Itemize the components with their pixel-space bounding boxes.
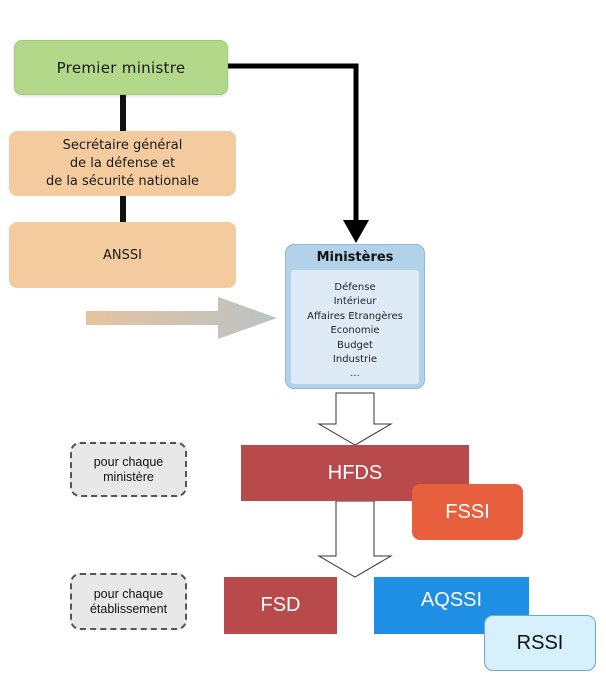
ministere-item: Economie — [330, 325, 380, 337]
ministeres-title: Ministères — [316, 249, 394, 265]
ministere-item: Affaires Etrangères — [307, 310, 403, 322]
premier-to-sgdsn-line — [120, 95, 126, 131]
premier-to-ministeres-arrow — [228, 63, 359, 222]
sgdsn-to-anssi-line — [120, 196, 126, 222]
hfds-to-etablissement-arrow — [317, 500, 393, 578]
ministere-item: Défense — [334, 282, 376, 293]
rssi-box: RSSI — [484, 615, 596, 671]
ministere-item: Intérieur — [333, 296, 377, 308]
sgdsn-box: Secrétaire général de la défense et de l… — [9, 131, 236, 196]
fssi-box: FSSI — [412, 484, 523, 540]
pour-chaque-ministere-note: pour chaque ministère — [70, 442, 187, 497]
anssi-box: ANSSI — [9, 222, 236, 288]
premier-to-ministeres-arrowhead — [343, 220, 369, 243]
premier-ministre-box: Premier ministre — [14, 40, 228, 95]
ministere-item: ... — [350, 368, 360, 380]
pour-chaque-etablissement-note: pour chaque établissement — [70, 573, 187, 630]
ministeres-body — [291, 270, 419, 384]
anssi-to-ministeres-arrow — [86, 297, 277, 339]
ministere-item: Industrie — [332, 354, 378, 366]
fsd-box: FSD — [224, 577, 337, 634]
ministeres-to-hfds-arrow — [317, 392, 393, 446]
ministeres-list: Défense Intérieur Affaires Etrangères Ec… — [291, 281, 419, 382]
ministere-item: Budget — [337, 339, 373, 351]
